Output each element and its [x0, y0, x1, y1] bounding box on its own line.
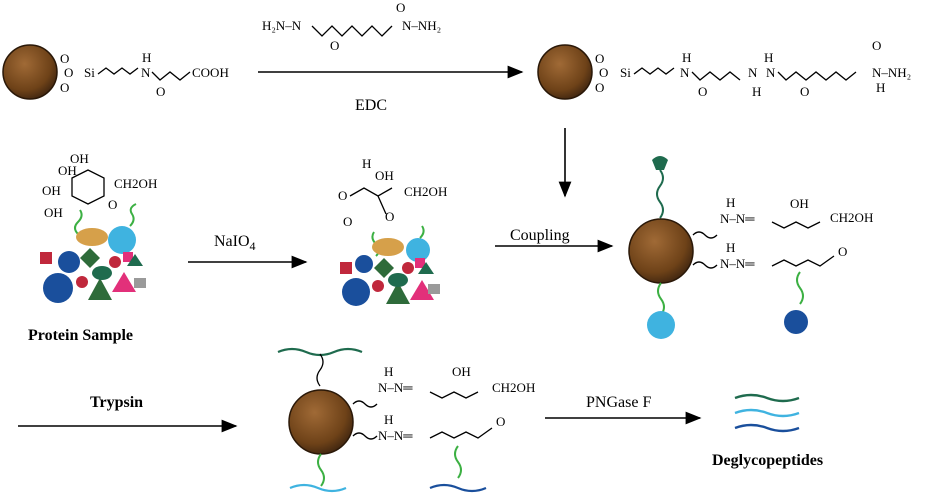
ch2oh-label: CH2OH [114, 176, 157, 191]
oxygen-label: O [599, 65, 608, 80]
bead-cooh-reactant: O O O Si H N O COOH [2, 44, 229, 100]
captured-glycoprotein-bead: H N–N═ OH CH2OH H N–N═ O [628, 156, 873, 339]
oxygen-label: O [343, 214, 352, 229]
bead-hydrazide-product: O O O Si H N O N H H N O O N–NH₂ H [537, 38, 911, 100]
oh-label: OH [70, 151, 89, 166]
h-label: H [384, 364, 393, 379]
oxygen-label: O [595, 51, 604, 66]
h-label: H [726, 240, 735, 255]
oxygen-label: O [108, 197, 117, 212]
oh-label: OH [452, 364, 471, 379]
oxygen-label: O [396, 0, 405, 15]
oxygen-label: O [156, 84, 165, 99]
oxidized-glycoprotein: H OH CH2OH O O O [338, 156, 447, 306]
h-label: H [726, 195, 735, 210]
protein-sample-label: Protein Sample [28, 327, 133, 344]
h-label: H [362, 156, 371, 171]
adipic-dihydrazide: H₂N–N O O N–NH₂ [262, 0, 441, 53]
h-label: H [876, 80, 885, 95]
oxygen-label: O [800, 84, 809, 99]
silicon-label: Si [620, 65, 631, 80]
h-label: H [142, 50, 151, 65]
reagent-edc-label: EDC [355, 97, 387, 114]
h-label: H [752, 84, 761, 99]
nn-eq-label: N–N═ [378, 428, 413, 443]
h-label: H [764, 50, 773, 65]
oxygen-label: O [872, 38, 881, 53]
oxygen-label: O [64, 65, 73, 80]
magnetic-bead [537, 44, 593, 100]
bead-glycopeptides: H N–N═ OH CH2OH H N–N═ O [277, 347, 535, 493]
h-label: H [682, 50, 691, 65]
ch2oh-label: CH2OH [830, 210, 873, 225]
nn-eq-label: N–N═ [720, 256, 755, 271]
n-label: N [748, 65, 758, 80]
oh-label: OH [58, 163, 77, 178]
oxygen-label: O [338, 188, 347, 203]
nh-nh2-label: N–NH₂ [872, 65, 911, 80]
deglycopeptides-label: Deglycopeptides [712, 452, 823, 469]
ch2oh-label: CH2OH [492, 380, 535, 395]
hydrazide-right-label: N–NH₂ [402, 18, 441, 33]
oxygen-label: O [698, 84, 707, 99]
oxygen-label: O [838, 244, 847, 259]
oxygen-label: O [60, 51, 69, 66]
n-label: N [141, 65, 151, 80]
nn-eq-label: N–N═ [378, 380, 413, 395]
silicon-label: Si [84, 65, 95, 80]
step-coupling-label: Coupling [510, 227, 570, 244]
reagent-naio4-label: NaIO4 [214, 233, 256, 253]
ch2oh-label: CH2OH [404, 184, 447, 199]
cooh-label: COOH [192, 65, 229, 80]
oxygen-label: O [595, 80, 604, 95]
oh-label: OH [790, 196, 809, 211]
hydrazide-left-label: H₂N–N [262, 18, 302, 33]
oh-label: OH [44, 205, 63, 220]
oh-label: OH [375, 168, 394, 183]
oxygen-label: O [385, 209, 394, 224]
nn-eq-label: N–N═ [720, 211, 755, 226]
n-label: N [766, 65, 776, 80]
oh-label: OH [42, 183, 61, 198]
magnetic-bead [2, 44, 58, 100]
step-pngase-label: PNGase F [586, 394, 651, 411]
oxygen-label: O [330, 38, 339, 53]
n-label: N [680, 65, 690, 80]
step-trypsin-label: Trypsin [90, 394, 143, 411]
h-label: H [384, 412, 393, 427]
oxygen-label: O [496, 414, 505, 429]
glycoprotein-sample: OH OH OH OH CH2OH O [40, 151, 157, 303]
oxygen-label: O [60, 80, 69, 95]
deglycopeptide-strands [734, 393, 800, 433]
